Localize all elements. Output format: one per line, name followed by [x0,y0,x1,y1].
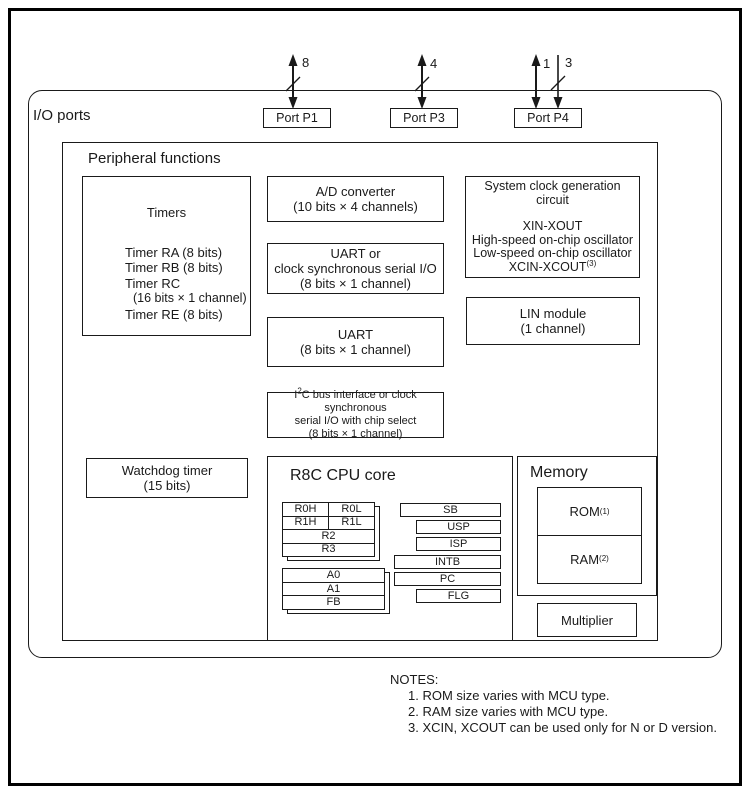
uart-sync-line2: clock synchronous serial I/O [274,261,437,276]
register-usp: USP [416,520,501,534]
register-flg: FLG [416,589,501,603]
uart-sync-line3: (8 bits × 1 channel) [300,276,411,291]
lin-box: LIN module (1 channel) [466,297,640,345]
memory-title: Memory [530,464,588,481]
bus-width-label-p1: 8 [302,55,310,70]
timer-rb: Timer RB (8 bits) [125,260,223,275]
io-ports-label: I/O ports [33,107,91,124]
sysclk-line2: circuit [536,192,569,207]
i2c-line1: I2C bus interface or clock synchronous [294,386,417,414]
notes-block: NOTES: 1. ROM size varies with MCU type.… [390,672,717,736]
note-2: 2. RAM size varies with MCU type. [408,704,609,719]
sysclk-xcin-xcout: XCIN-XCOUT(3) [508,258,597,274]
register-intb: INTB [394,555,501,569]
register-isp: ISP [416,537,501,551]
register-r3: R3 [283,542,374,557]
register-r1l: R1L [341,516,362,529]
register-r1h: R1H [283,516,329,529]
register-sb: SB [400,503,501,517]
note-1: 1. ROM size varies with MCU type. [408,688,610,703]
timers-box: Timers Timer RA (8 bits) Timer RB (8 bit… [82,176,251,336]
lin-line1: LIN module [519,306,587,321]
cpu-core-title: R8C CPU core [290,467,396,484]
adc-line1: A/D converter [315,184,396,199]
port-p4-label: Port P4 [527,111,569,125]
adc-line2: (10 bits × 4 channels) [293,199,418,214]
sysclk-box: System clock generation circuit XIN-XOUT… [465,176,640,278]
adc-box: A/D converter (10 bits × 4 channels) [267,176,444,222]
note-3: 3. XCIN, XCOUT can be used only for N or… [408,720,717,735]
sysclk-line1: System clock generation [484,179,621,193]
lin-line2: (1 channel) [520,321,586,336]
uart-line1: UART [337,327,374,342]
sysclk-xin-xout: XIN-XOUT [522,219,583,233]
peripheral-functions-title: Peripheral functions [88,150,221,167]
register-r0l: R0L [341,502,362,515]
rom-ram-box: ROM(1) RAM(2) [537,487,642,584]
sysclk-hs-osc: High-speed on-chip oscillator [471,232,634,247]
bus-width-label-p3: 4 [430,56,438,71]
io-ports-box [28,90,722,658]
i2c-line2: serial I/O with chip select [294,415,417,427]
i2c-box: I2C bus interface or clock synchronous s… [267,386,444,440]
register-a0: A0 [326,568,341,581]
port-p3-label: Port P3 [403,111,445,125]
register-row-r0: R0H R0L [283,503,374,516]
multiplier-box: Multiplier [537,603,637,637]
ram-block: RAM(2) [570,551,609,567]
watchdog-line2: (15 bits) [143,478,191,493]
timer-ra: Timer RA (8 bits) [125,244,223,260]
register-row-r1: R1H R1L [283,515,374,529]
register-a1: A1 [283,581,384,596]
register-bank2: A0 A1 FB [282,568,385,610]
rom-block: ROM(1) [538,488,641,536]
notes-title: NOTES: [390,672,439,687]
sysclk-ls-osc: Low-speed on-chip oscillator [473,246,632,260]
outer-frame [8,8,742,786]
register-r2: R2 [283,529,374,543]
bus-width-label-p4b: 3 [565,55,573,70]
register-fb: FB [283,595,384,609]
port-p3-box: Port P3 [390,108,458,128]
register-bank1: R0H R0L R1H R1L R2 R3 [282,502,375,557]
timers-title: Timers [146,205,187,220]
uart-sync-line1: UART or [330,246,381,261]
bus-width-label-p4a: 1 [543,56,551,71]
uart-line2: (8 bits × 1 channel) [300,342,411,357]
watchdog-line1: Watchdog timer [121,463,213,478]
timer-rc-detail: (16 bits × 1 channel) [133,291,247,305]
i2c-line3: (8 bits × 1 channel) [308,428,403,440]
uart-sync-box: UART or clock synchronous serial I/O (8 … [267,243,444,294]
multiplier-label: Multiplier [560,612,613,628]
register-pc: PC [394,572,501,586]
register-r0h: R0H [283,503,329,516]
timer-re: Timer RE (8 bits) [125,306,223,322]
port-p4-box: Port P4 [514,108,582,128]
timer-rc: Timer RC [125,275,181,291]
port-p1-box: Port P1 [263,108,331,128]
port-p1-label: Port P1 [276,111,318,125]
watchdog-box: Watchdog timer (15 bits) [86,458,248,498]
uart-box: UART (8 bits × 1 channel) [267,317,444,367]
